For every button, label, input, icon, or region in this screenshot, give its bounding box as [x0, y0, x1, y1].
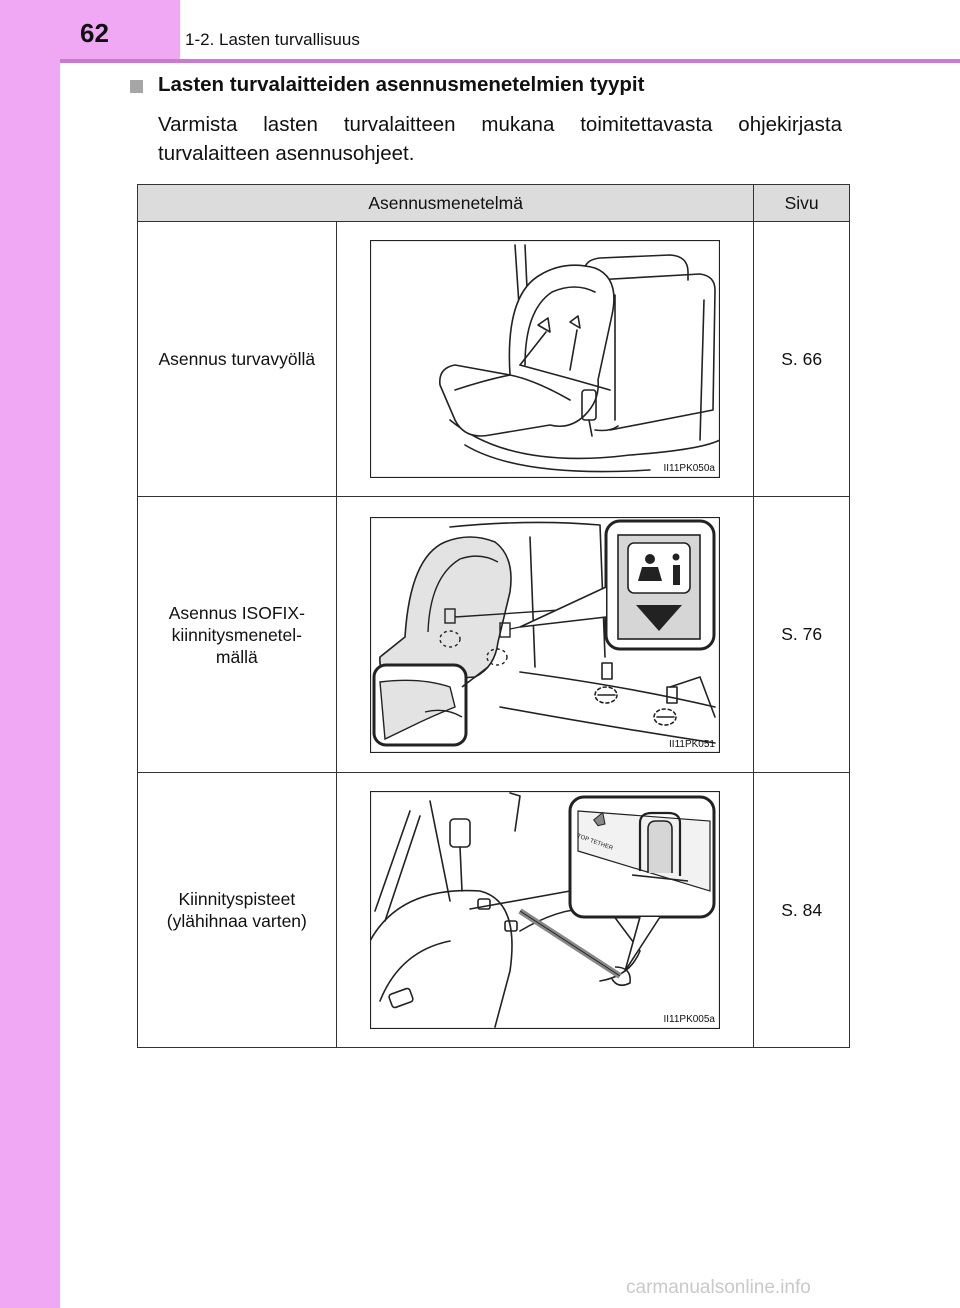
side-color-band [0, 0, 60, 1308]
isofix-install-illustration: II11PK051 [369, 516, 720, 753]
chapter-title: 1-2. Lasten turvallisuus [185, 30, 360, 49]
method-cell: Asennus ISOFIX- kiinnitysmenetel- mällä [137, 496, 337, 773]
page-cell: S. 66 [753, 221, 850, 497]
method-cell: Kiinnityspisteet (ylähihnaa varten) [137, 772, 337, 1048]
method-cell: Asennus turvavyöllä [137, 221, 337, 497]
seatbelt-install-illustration: II11PK050a [369, 240, 720, 478]
top-tether-illustration: TOP TETHER II11PK005a [369, 791, 720, 1029]
figure-cell: II11PK051 [335, 496, 755, 773]
page-reference: S. 84 [781, 899, 823, 920]
figure-code: II11PK050a [663, 463, 715, 474]
method-label-line: mällä [215, 646, 258, 667]
table-row: Kiinnityspisteet (ylähihnaa varten) [137, 772, 850, 1048]
page-number-tab [60, 0, 180, 60]
table-header-row: Asennusmenetelmä Sivu [136, 184, 850, 222]
site-watermark: carmanualsonline.info [626, 1277, 811, 1298]
method-label-line: Asennus ISOFIX- [168, 602, 305, 623]
square-bullet-icon [130, 80, 143, 93]
section-heading: Lasten turvalaitteiden asennusmenetelmie… [158, 73, 645, 96]
column-header-method: Asennusmenetelmä [136, 184, 755, 222]
table-row: Asennus ISOFIX- kiinnitysmenetel- mällä [137, 496, 850, 773]
figure-cell: TOP TETHER II11PK005a [335, 772, 755, 1048]
page-cell: S. 84 [753, 772, 850, 1048]
page-reference: S. 66 [781, 348, 823, 369]
method-label-line: kiinnitysmenetel- [171, 624, 302, 645]
column-header-page: Sivu [753, 184, 850, 222]
table-row: Asennus turvavyöllä [137, 221, 850, 497]
page-reference: S. 76 [781, 624, 823, 644]
method-label-line: Kiinnityspisteet [178, 889, 296, 909]
method-label: Asennus turvavyöllä [158, 349, 316, 369]
page-number: 62 [80, 18, 109, 48]
figure-cell: II11PK050a [335, 221, 755, 497]
page-cell: S. 76 [753, 496, 850, 773]
header-divider [60, 59, 960, 63]
figure-code: II11PK005a [663, 1014, 715, 1025]
figure-code: II11PK051 [669, 739, 715, 750]
intro-paragraph: Varmista lasten turvalaitteen mukana toi… [158, 113, 842, 165]
method-label-line: (ylähihnaa varten) [166, 911, 307, 931]
installation-methods-table: Asennusmenetelmä Sivu Asennus turvavyöll… [136, 184, 850, 1048]
